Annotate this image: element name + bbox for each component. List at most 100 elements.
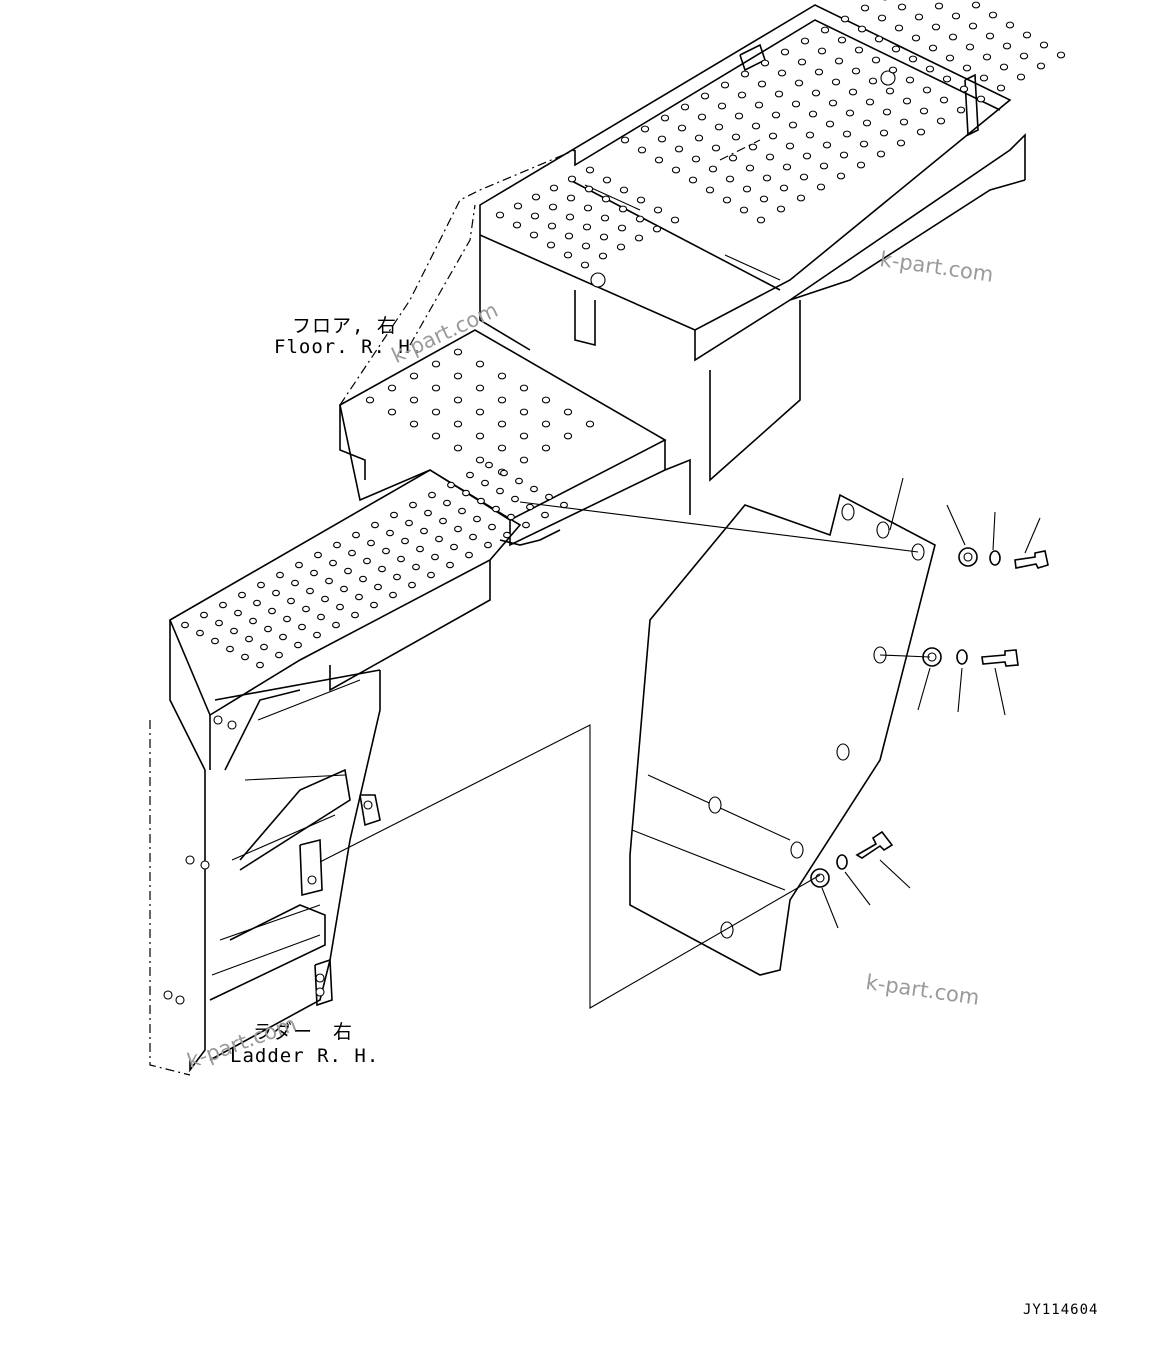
perforation-hole [968, 22, 978, 30]
perforation-hole [401, 537, 409, 545]
perforation-hole [351, 611, 359, 619]
perforation-hole [219, 601, 227, 609]
perforation-hole [409, 420, 419, 428]
perforation-hole [500, 469, 508, 477]
perforation-hole [583, 204, 593, 212]
perforation-hole [512, 221, 522, 229]
perforation-hole [602, 176, 612, 184]
perforation-hole [600, 214, 610, 222]
perforation-hole [700, 92, 710, 100]
perforation-hole [363, 557, 371, 565]
perforation-hole [462, 489, 470, 497]
perforation-hole [497, 396, 507, 404]
perforation-hole [652, 225, 662, 233]
perforation-hole [565, 213, 575, 221]
perforation-hole [431, 360, 441, 368]
perforation-hole [657, 135, 667, 143]
perforation-hole [842, 130, 852, 138]
perforation-hole [541, 396, 551, 404]
perforation-hole [443, 499, 451, 507]
perforation-hole [370, 601, 378, 609]
perforation-hole [688, 176, 698, 184]
perforation-hole [885, 87, 895, 95]
perforation-hole [275, 651, 283, 659]
perforation-hole [344, 567, 352, 575]
perforation-hole [816, 183, 826, 191]
perforation-hole [982, 53, 992, 61]
perforation-hole [389, 591, 397, 599]
perforation-hole [495, 211, 505, 219]
perforation-hole [814, 68, 824, 76]
perforation-hole [477, 497, 485, 505]
perforation-hole [405, 519, 413, 527]
perforation-hole [387, 408, 397, 416]
perforation-hole [519, 432, 529, 440]
perforation-hole [742, 185, 752, 193]
perforation-hole [475, 408, 485, 416]
perforation-hole [911, 34, 921, 42]
perforation-hole [976, 95, 986, 103]
perforation-hole [245, 635, 253, 643]
perforation-hole [447, 481, 455, 489]
perforation-hole [817, 47, 827, 55]
perforation-hole [988, 11, 998, 19]
perforation-hole [531, 193, 541, 201]
perforation-hole [548, 203, 558, 211]
perforation-hole [739, 206, 749, 214]
perforation-hole [1016, 73, 1026, 81]
perforation-hole [336, 603, 344, 611]
perforation-hole [314, 551, 322, 559]
perforation-hole [680, 103, 690, 111]
perforation-hole [757, 80, 767, 88]
perforation-hole [519, 456, 529, 464]
perforation-hole [409, 501, 417, 509]
perforation-hole [484, 541, 492, 549]
perforation-hole [465, 551, 473, 559]
perforation-hole [748, 143, 758, 151]
perforation-hole [496, 487, 504, 495]
perforation-hole [450, 543, 458, 551]
perforation-hole [226, 645, 234, 653]
perforation-hole [526, 503, 534, 511]
perforation-hole [640, 125, 650, 133]
perforation-hole [796, 194, 806, 202]
perforation-hole [409, 372, 419, 380]
perforation-hole [934, 2, 944, 10]
perforation-hole [777, 69, 787, 77]
perforation-hole [854, 46, 864, 54]
perforation-hole [731, 133, 741, 141]
perforation-hole [485, 461, 493, 469]
perforation-hole [916, 128, 926, 136]
perforation-hole [751, 122, 761, 130]
perforation-hole [754, 101, 764, 109]
perforation-hole [1002, 42, 1012, 50]
perforation-hole [619, 186, 629, 194]
perforation-hole [725, 175, 735, 183]
perforation-hole [837, 36, 847, 44]
drawing-code: JY114604 [1023, 1302, 1099, 1318]
cover-plate [629, 493, 936, 976]
perforation-hole [616, 243, 626, 251]
perforation-hole [325, 577, 333, 585]
perforation-hole [654, 156, 664, 164]
perforation-hole [882, 108, 892, 116]
perforation-hole [530, 485, 538, 493]
perforation-hole [728, 154, 738, 162]
perforation-hole [431, 432, 441, 440]
perforation-hole [897, 3, 907, 11]
perforation-hole [791, 100, 801, 108]
ladder [149, 669, 381, 1076]
perforation-hole [260, 643, 268, 651]
perforation-hole [834, 57, 844, 65]
floor-label-jp: フロア, 右 [292, 315, 397, 337]
perforation-hole [409, 396, 419, 404]
perforation-hole [774, 90, 784, 98]
frame-outline-dashed [339, 139, 761, 406]
perforation-hole [469, 533, 477, 541]
perforation-hole [382, 547, 390, 555]
perforation-hole [503, 531, 511, 539]
perforation-hole [581, 242, 591, 250]
perforation-hole [238, 591, 246, 599]
perforation-hole [446, 561, 454, 569]
